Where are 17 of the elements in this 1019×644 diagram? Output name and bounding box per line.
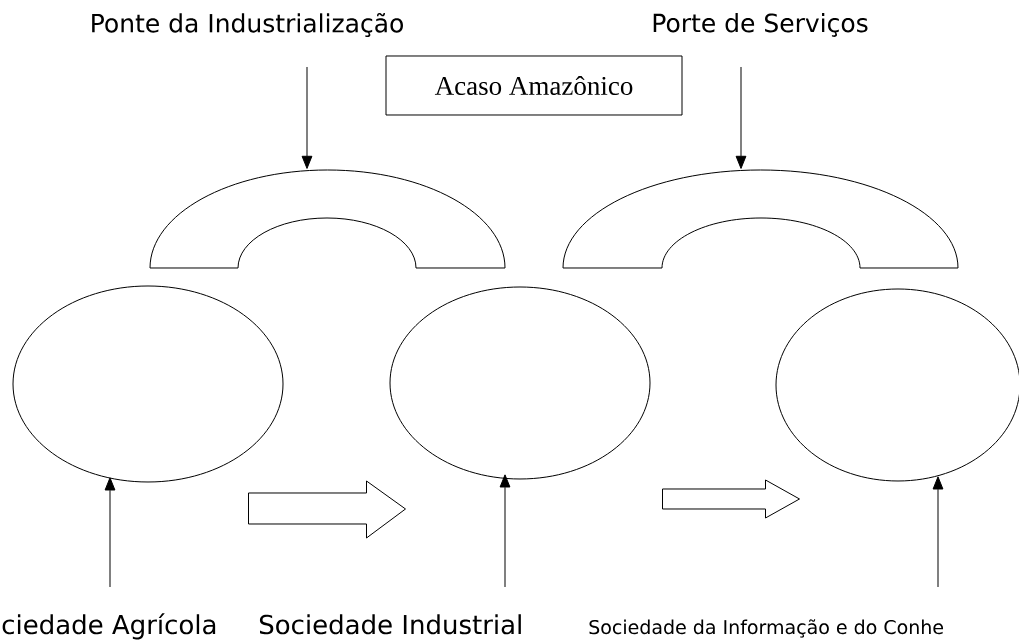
text-box: Acaso Amazônico — [385, 55, 683, 116]
ellipse-shape — [389, 286, 651, 480]
ellipse-shape — [12, 285, 284, 483]
label-text: Sociedade da Informação e do Conhe — [589, 619, 944, 638]
arrow — [499, 474, 511, 588]
arrow — [104, 477, 116, 588]
arch-shape — [149, 169, 506, 269]
label-text: Porte de Serviços — [653, 13, 868, 37]
arrow — [301, 66, 313, 169]
arch-shape — [562, 169, 959, 269]
label-text: ciedade Agrícola — [2, 613, 216, 640]
block-arrow — [662, 479, 800, 519]
label-text: Sociedade Industrial — [259, 614, 521, 635]
label-text: Ponte da Industrialização — [92, 12, 403, 38]
arrow — [735, 66, 747, 169]
arrow — [932, 476, 944, 588]
block-arrow — [248, 480, 406, 539]
